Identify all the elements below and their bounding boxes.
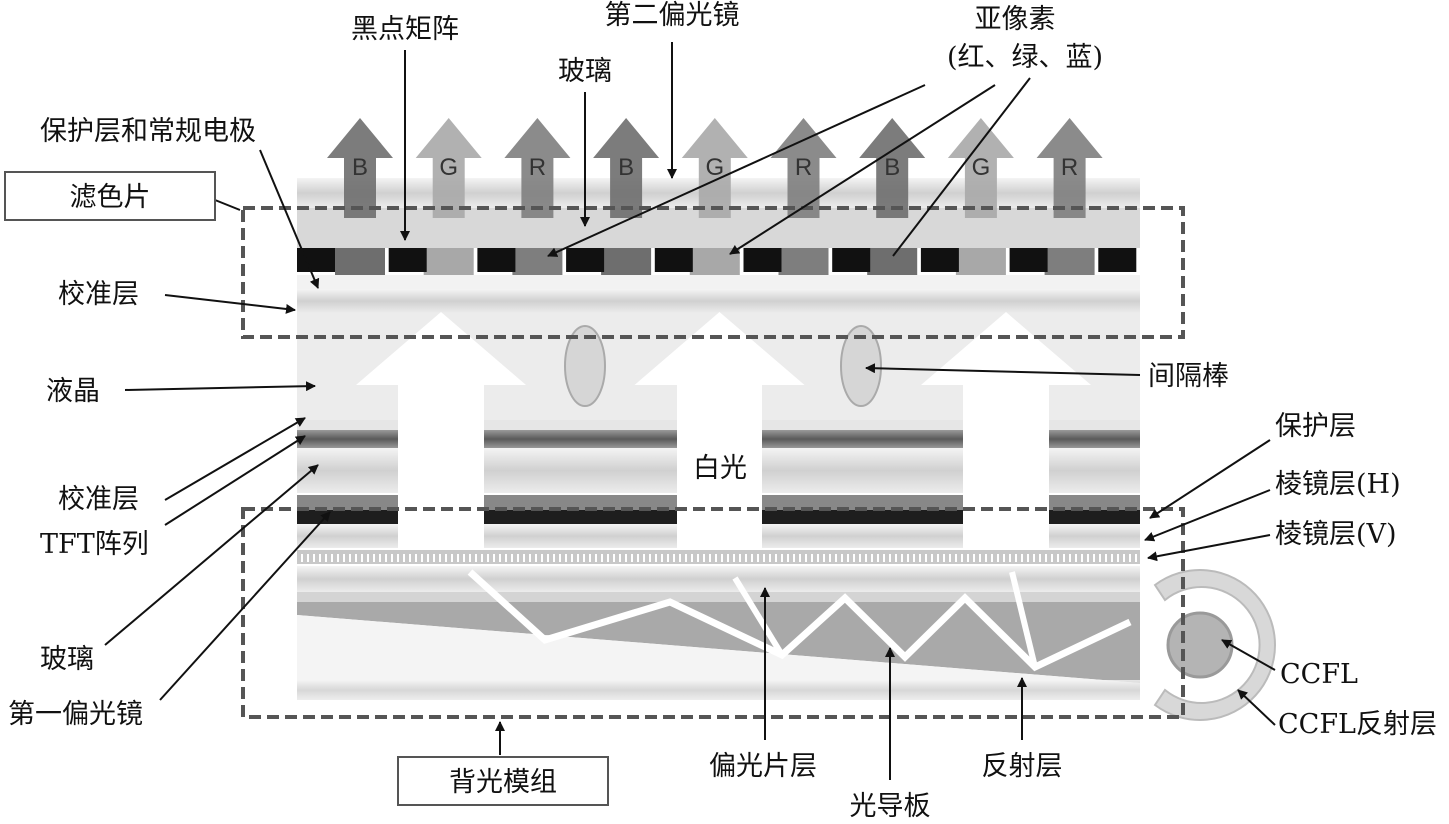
label-tft-array: TFT阵列 [40,529,149,560]
black-matrix-cell [920,248,959,272]
black-matrix-row [297,248,1137,275]
subpixel-arrow-B: B [327,118,393,218]
subpixel-arrow-label: R [795,154,812,181]
subpixel-arrow-label: R [1061,154,1078,181]
label-polarizer-sheet: 偏光片层 [709,751,817,782]
ccfl-lamp [1166,611,1234,679]
subpixel-arrow-G: G [415,118,482,218]
light-guide-plate [297,602,1140,683]
black-matrix-cell [566,248,605,272]
electrode-layer [297,275,1140,289]
label-light-guide: 光导板 [850,791,931,822]
label-prism-h: 棱镜层(H) [1275,469,1401,500]
alignment-layer-top [297,289,1140,313]
label-ccfl-reflector: CCFL反射层 [1278,709,1437,740]
label-subpixel: 亚像素 [975,4,1056,35]
subpixel-B [867,248,918,275]
subpixel-arrow-label: G [705,154,724,181]
subpixel-arrow-B: B [859,118,926,218]
subpixel-arrow-label: B [884,154,900,181]
white-light-arrow [356,312,526,550]
label-reflector: 反射层 [982,751,1063,782]
label-spacer: 间隔棒 [1148,361,1229,392]
backlight-region [241,507,1185,719]
black-matrix-cell [388,248,427,272]
light-path-branch [732,576,785,657]
black-matrix-cell [1009,248,1048,272]
black-matrix-cell [743,248,782,272]
subpixel-arrow-label: G [972,154,991,181]
white-light-arrow [921,312,1091,550]
subpixel-arrow-B: B [593,118,660,218]
subpixel-B [335,248,385,275]
diffuser-layer [297,592,1140,602]
label-glass-bottom: 玻璃 [40,644,94,675]
label-alignment-bottom: 校准层 [58,484,139,515]
polarizer-sheet-layer [297,566,1140,592]
subpixel-arrow-R: R [504,118,571,218]
label-protective-electrode: 保护层和常规电极 [40,116,256,147]
black-matrix-cell [832,248,871,272]
ccfl-reflector-shape [1153,569,1276,721]
subpixel-G [423,248,474,275]
spacer-left [564,325,606,407]
white-light-arrows [356,312,1091,550]
color-filter-region [241,206,1185,339]
labels: 黑点矩阵 第二偏光镜 玻璃 亚像素 (红、绿、蓝) 保护层和常规电极 滤色片 校… [8,0,1437,822]
leader-lines [104,42,1276,780]
color-filter-label-box [4,171,216,221]
subpixel-arrow-label: R [529,154,546,181]
label-second-polarizer: 第二偏光镜 [605,0,740,31]
label-backlight-module: 背光模组 [449,767,557,798]
label-glass-top: 玻璃 [558,56,612,87]
label-ccfl: CCFL [1280,659,1358,690]
subpixel-arrow-R: R [1036,118,1103,218]
light-guide-lower [297,615,1140,700]
subpixel-arrow-R: R [770,118,837,218]
label-subpixel-colors: (红、绿、蓝) [947,42,1103,73]
white-light-arrow [634,312,805,550]
label-alignment-top: 校准层 [58,279,139,310]
subpixel-G [955,248,1006,275]
reflector-layer [297,680,1140,700]
label-first-polarizer: 第一偏光镜 [8,699,143,730]
subpixel-arrow-label: B [618,154,634,181]
label-white-light: 白光 [693,453,747,484]
light-path-branch [1009,571,1038,668]
prism-layer [297,550,1140,564]
black-matrix-cell [477,248,516,272]
light-path-zigzag [467,569,1132,672]
spacer-right [840,325,882,407]
backlight-module-label-box [397,756,609,806]
subpixel-R [778,248,829,275]
label-black-matrix: 黑点矩阵 [351,14,459,45]
label-liquid-crystal: 液晶 [46,376,100,407]
subpixel-arrow-G: G [947,118,1014,218]
label-protective-layer: 保护层 [1275,411,1356,442]
subpixel-B [601,248,652,275]
label-color-filter: 滤色片 [70,182,151,213]
subpixel-arrow-label: B [352,154,368,181]
subpixel-arrow-label: G [439,154,458,181]
subpixel-R [1044,248,1095,275]
black-matrix-cell [1098,248,1137,272]
subpixel-arrow-G: G [681,118,748,218]
black-matrix-cell [654,248,693,272]
label-prism-v: 棱镜层(V) [1275,519,1397,550]
